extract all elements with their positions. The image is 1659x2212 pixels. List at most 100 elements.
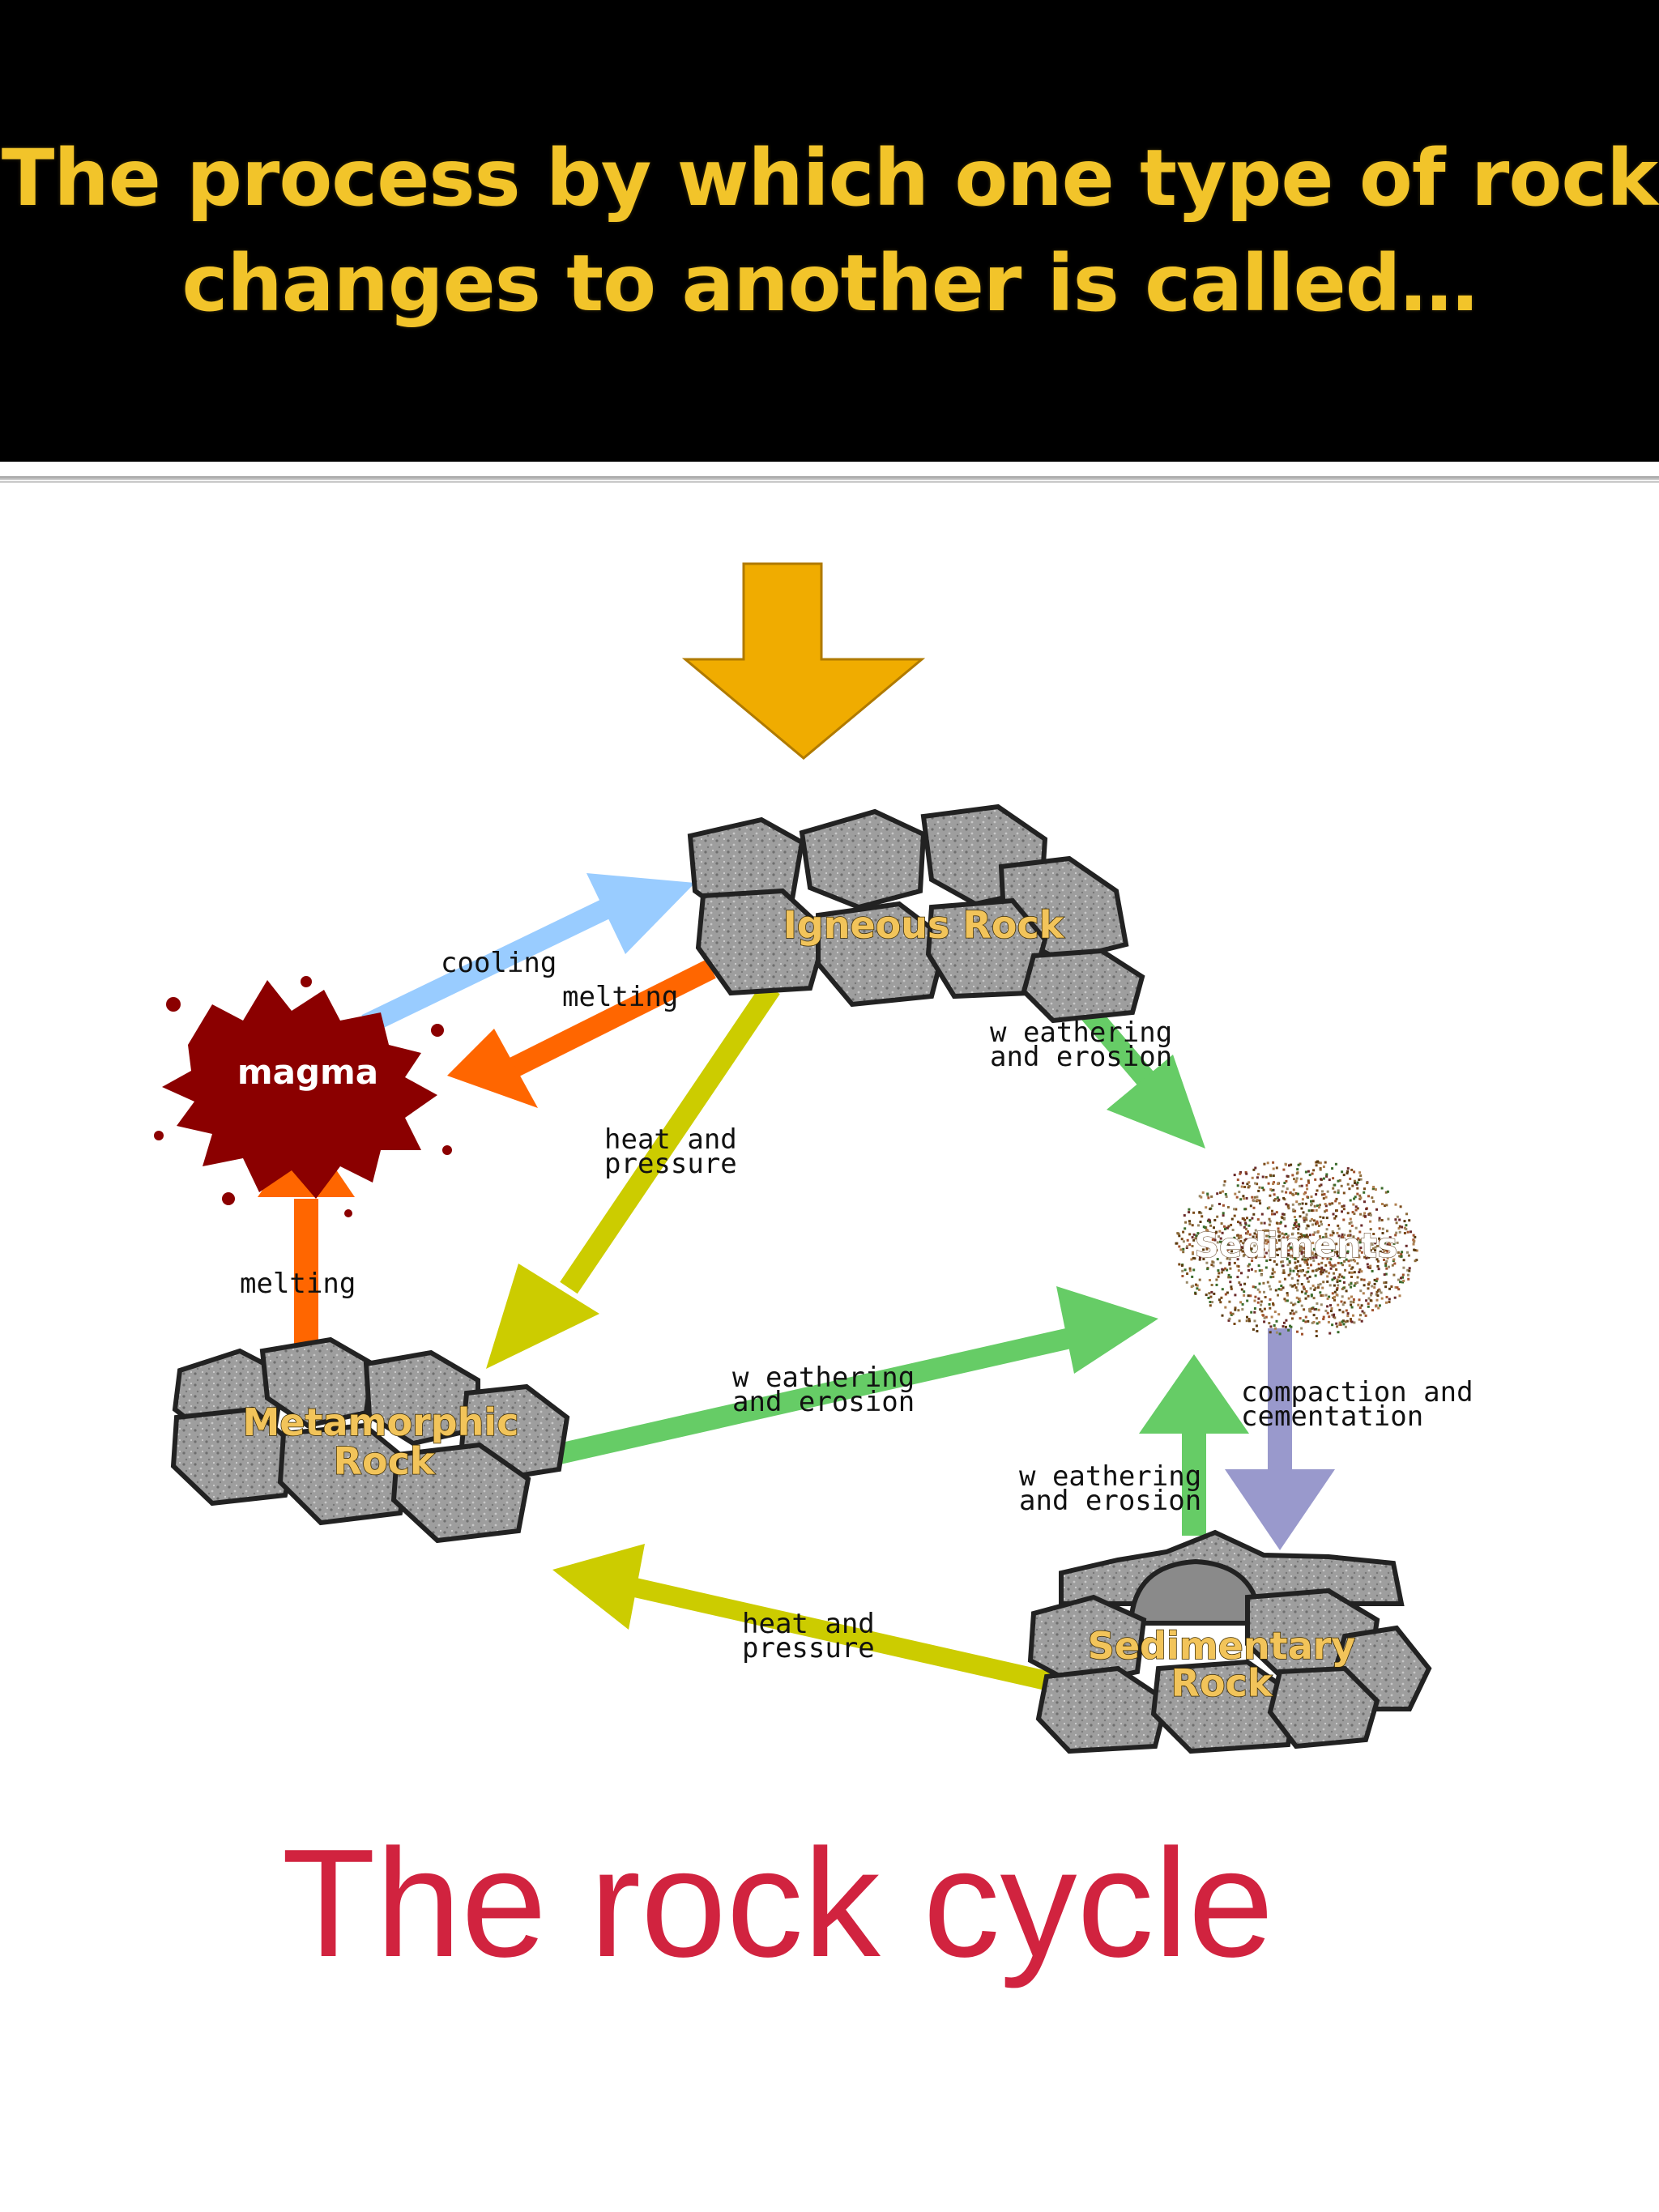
sediment-speck <box>1253 1299 1256 1302</box>
sediment-speck <box>1272 1252 1275 1255</box>
sediment-speck <box>1268 1285 1271 1288</box>
sediment-speck <box>1269 1276 1273 1279</box>
sediment-speck <box>1282 1213 1286 1216</box>
sediment-speck <box>1234 1192 1237 1196</box>
sediment-speck <box>1304 1320 1307 1323</box>
sediment-speck <box>1263 1290 1265 1294</box>
sediment-speck <box>1287 1328 1290 1332</box>
sediment-speck <box>1336 1255 1339 1258</box>
sediment-speck <box>1292 1208 1295 1211</box>
sediment-speck <box>1263 1316 1266 1319</box>
sediment-speck <box>1356 1276 1359 1279</box>
sediment-speck <box>1209 1301 1212 1303</box>
sediment-speck <box>1191 1236 1194 1239</box>
sediment-speck <box>1292 1303 1295 1306</box>
sediment-speck <box>1255 1251 1257 1255</box>
sediment-speck <box>1241 1308 1244 1311</box>
sediment-speck <box>1303 1258 1307 1261</box>
sediment-speck <box>1284 1299 1287 1302</box>
sediment-speck <box>1346 1170 1350 1173</box>
sediment-speck <box>1221 1268 1224 1271</box>
sediment-speck <box>1207 1218 1210 1221</box>
sediment-speck <box>1311 1307 1314 1311</box>
sediment-speck <box>1211 1260 1214 1264</box>
sediment-speck <box>1246 1232 1249 1235</box>
sediment-speck <box>1292 1249 1295 1252</box>
sediment-speck <box>1307 1209 1311 1213</box>
sediment-speck <box>1207 1246 1210 1249</box>
sediment-speck <box>1266 1161 1269 1165</box>
sediment-speck <box>1316 1242 1319 1245</box>
sediment-speck <box>1259 1308 1262 1311</box>
sediment-speck <box>1183 1214 1186 1217</box>
sediment-speck <box>1311 1269 1314 1272</box>
sediment-speck <box>1285 1191 1288 1194</box>
sediment-speck <box>1333 1295 1336 1298</box>
sediment-speck <box>1410 1230 1412 1234</box>
sediment-speck <box>1369 1241 1372 1244</box>
sediment-speck <box>1237 1237 1240 1240</box>
sediment-speck <box>1210 1290 1213 1294</box>
sediment-speck <box>1226 1248 1230 1251</box>
sediment-speck <box>1275 1249 1278 1251</box>
sediment-speck <box>1395 1221 1398 1225</box>
sediment-speck <box>1384 1272 1388 1276</box>
sediment-speck <box>1188 1220 1191 1223</box>
sediment-speck <box>1311 1172 1314 1175</box>
sediment-speck <box>1331 1314 1334 1317</box>
sediment-speck <box>1230 1250 1233 1253</box>
sediment-speck <box>1215 1249 1218 1252</box>
sediment-speck <box>1206 1194 1209 1197</box>
sediment-speck <box>1243 1253 1246 1256</box>
sediment-speck <box>1254 1229 1257 1232</box>
sediment-speck <box>1394 1285 1397 1289</box>
sediment-speck <box>1302 1285 1305 1289</box>
sediment-speck <box>1382 1247 1385 1251</box>
sediment-speck <box>1269 1259 1272 1261</box>
sediment-speck <box>1396 1215 1399 1218</box>
sediment-speck <box>1341 1275 1344 1278</box>
magma-label: magma <box>237 1052 378 1092</box>
sediment-speck <box>1305 1271 1308 1274</box>
sediment-speck <box>1247 1181 1251 1184</box>
sediment-speck <box>1245 1197 1248 1200</box>
sediment-speck <box>1273 1181 1275 1184</box>
sediment-speck <box>1275 1263 1278 1266</box>
sediment-speck <box>1338 1273 1341 1276</box>
sediment-speck <box>1236 1276 1239 1279</box>
sediment-speck <box>1401 1281 1405 1284</box>
sediment-speck <box>1305 1227 1308 1230</box>
sediment-speck <box>1318 1321 1321 1324</box>
sediment-speck <box>1337 1191 1340 1194</box>
sediment-speck <box>1384 1264 1388 1268</box>
sediment-speck <box>1406 1268 1410 1272</box>
sediment-speck <box>1363 1187 1366 1191</box>
arrow-weathering-3 <box>1139 1354 1249 1536</box>
sediment-speck <box>1291 1174 1294 1177</box>
edge-label-heat-pressure-1-l2: pressure <box>604 1148 737 1180</box>
sediment-speck <box>1392 1242 1396 1245</box>
sediment-speck <box>1211 1204 1213 1208</box>
sediment-speck <box>1332 1297 1335 1299</box>
sediment-speck <box>1406 1251 1409 1254</box>
sediment-speck <box>1359 1314 1362 1317</box>
sediment-speck <box>1280 1260 1283 1264</box>
sediment-speck <box>1251 1176 1254 1179</box>
sediment-speck <box>1267 1182 1270 1185</box>
sediment-speck <box>1286 1236 1289 1239</box>
sediment-speck <box>1335 1197 1338 1200</box>
sediment-speck <box>1262 1230 1265 1232</box>
sediment-speck <box>1238 1319 1241 1323</box>
sediment-speck <box>1342 1191 1346 1195</box>
sediment-speck <box>1269 1194 1272 1197</box>
sediment-speck <box>1312 1321 1316 1323</box>
edge-label-melting-top: melting <box>562 981 678 1013</box>
sediment-speck <box>1306 1276 1309 1280</box>
sediment-speck <box>1219 1240 1222 1243</box>
sediment-speck <box>1239 1170 1242 1174</box>
sediment-speck <box>1186 1238 1189 1242</box>
sediment-speck <box>1230 1238 1233 1242</box>
sediment-speck <box>1359 1247 1363 1250</box>
sediment-speck <box>1188 1269 1192 1272</box>
sediment-speck <box>1333 1251 1337 1254</box>
